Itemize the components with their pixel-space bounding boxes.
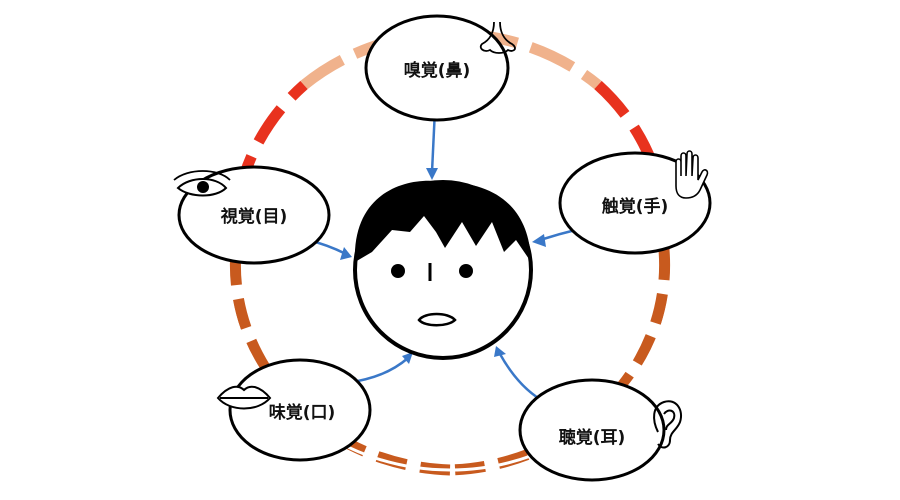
- ear-icon: [653, 400, 682, 449]
- face: [353, 180, 533, 360]
- hand-icon: [675, 150, 709, 199]
- lips-icon: [216, 385, 272, 410]
- sense-touch-label: 触覚(手): [601, 196, 669, 217]
- sense-hearing-label: 聴覚(耳): [559, 427, 626, 448]
- sense-sight-label: 視覚(目): [220, 206, 288, 227]
- hair: [354, 180, 531, 262]
- right-eye: [459, 264, 473, 278]
- sense-taste: 味覚(口): [216, 358, 372, 462]
- left-eye: [391, 264, 405, 278]
- sense-sight: 視覚(目): [173, 165, 331, 265]
- sense-smell: 嗅覚(鼻): [364, 14, 516, 122]
- sense-smell-label: 嗅覚(鼻): [404, 60, 471, 81]
- sense-hearing: 聴覚(耳): [518, 378, 682, 482]
- sense-taste-label: 味覚(口): [269, 402, 336, 423]
- mouth: [417, 312, 457, 327]
- nose-icon: [479, 21, 516, 54]
- eye-icon: [173, 170, 231, 197]
- sense-touch: 触覚(手): [558, 150, 712, 255]
